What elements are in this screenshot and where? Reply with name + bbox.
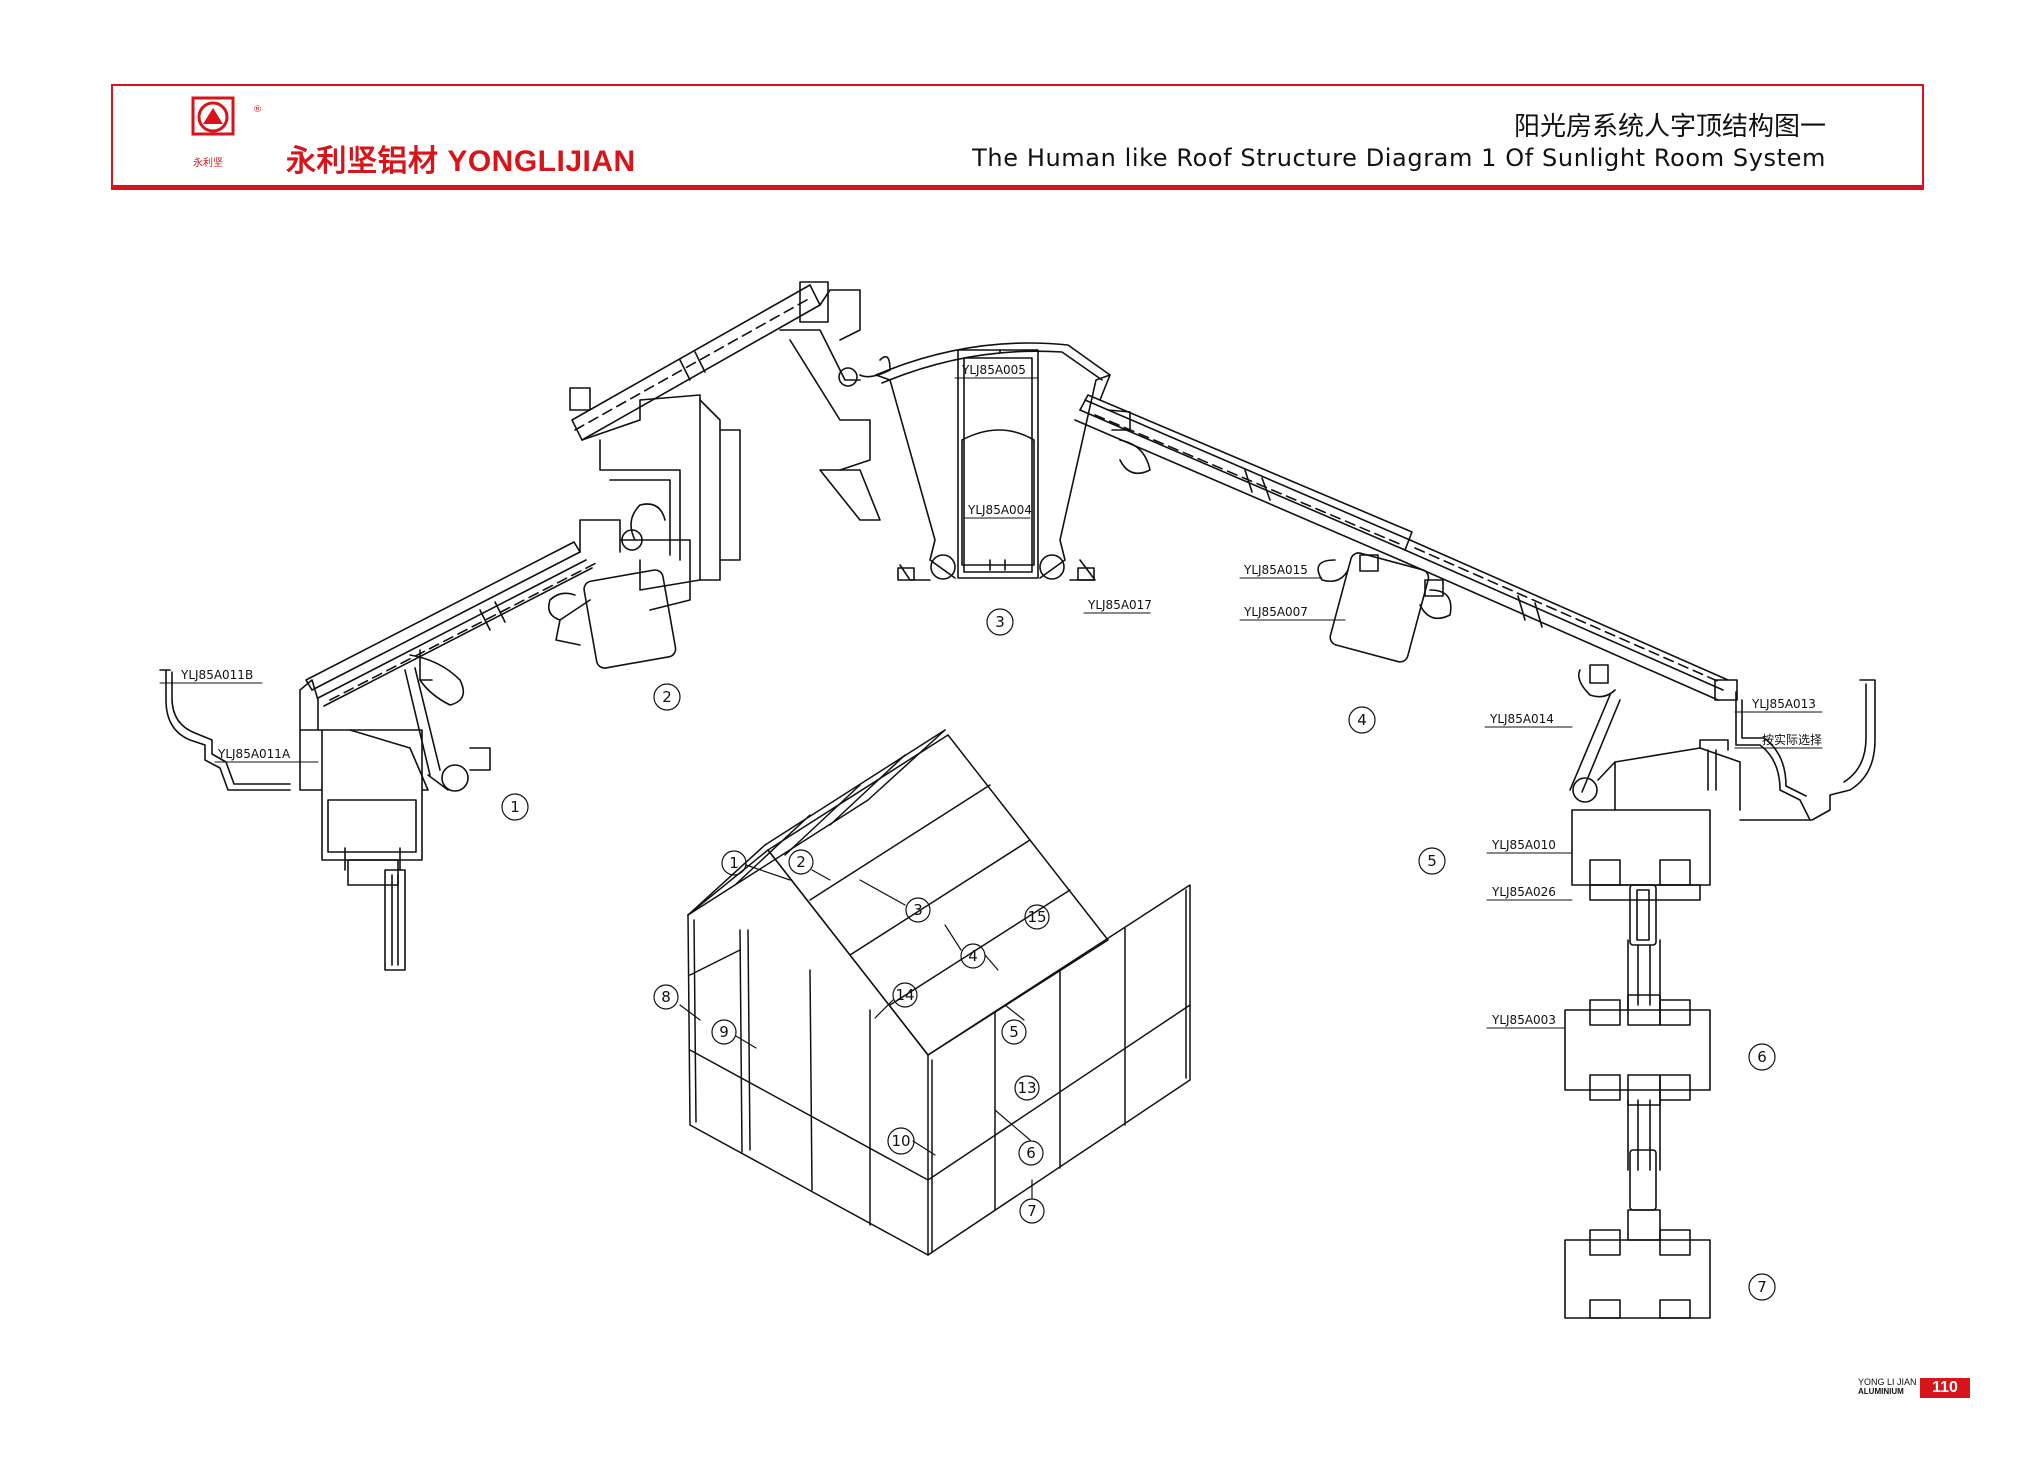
center-ridge-section <box>875 342 1111 581</box>
iso-callout-14: 14 <box>895 986 914 1004</box>
iso-callout-8: 8 <box>661 988 671 1006</box>
label-ylj85a007: YLJ85A007 <box>1243 605 1308 619</box>
iso-callout-1: 1 <box>729 854 739 872</box>
label-ylj85a003: YLJ85A003 <box>1491 1013 1556 1027</box>
label-ylj85a026: YLJ85A026 <box>1491 885 1556 899</box>
footer-brand: YONG LI JIAN ALUMINIUM <box>1858 1377 1917 1397</box>
iso-callout-10: 10 <box>891 1132 910 1150</box>
label-ylj85a005: YLJ85A005 <box>961 363 1026 377</box>
logo-caption: 永利坚 <box>193 156 223 169</box>
label-ylj85a010: YLJ85A010 <box>1491 838 1556 852</box>
iso-callout-5: 5 <box>1009 1023 1019 1041</box>
callout-4: 4 <box>1357 711 1367 729</box>
label-note-choose-actual: 按实际选择 <box>1762 732 1822 747</box>
section-callouts <box>501 608 1776 1301</box>
page-title-en: The Human like Roof Structure Diagram 1 … <box>972 144 1826 172</box>
part-label-text: YLJ85A005 YLJ85A004 YLJ85A017 YLJ85A015 … <box>180 363 1822 1027</box>
label-ylj85a015: YLJ85A015 <box>1243 563 1308 577</box>
label-ylj85a011b: YLJ85A011B <box>180 668 253 682</box>
brand-logo-icon: 永利坚 ® <box>191 96 262 169</box>
callout-7: 7 <box>1757 1278 1767 1296</box>
page-header: 永利坚 ® 永利坚铝材 YONGLIJIAN 阳光房系统人字顶结构图一 The … <box>111 84 1924 190</box>
iso-callout-9: 9 <box>719 1023 729 1041</box>
label-ylj85a017: YLJ85A017 <box>1087 598 1152 612</box>
footer-brand-line1: YONG LI JIAN <box>1858 1377 1917 1387</box>
callout-5: 5 <box>1427 852 1437 870</box>
sunroom-isometric <box>687 729 1191 1256</box>
ridge-cap-section <box>779 289 891 521</box>
brand-name: 永利坚铝材 YONGLIJIAN <box>286 145 636 178</box>
page-title-zh: 阳光房系统人字顶结构图一 <box>1513 112 1826 142</box>
footer-brand-line2: ALUMINIUM <box>1858 1387 1904 1396</box>
label-ylj85a013: YLJ85A013 <box>1751 697 1816 711</box>
iso-callout-3: 3 <box>913 901 923 919</box>
svg-text:®: ® <box>253 105 262 115</box>
iso-callout-13: 13 <box>1017 1079 1036 1097</box>
callout-1: 1 <box>510 798 520 816</box>
iso-callout-15: 15 <box>1027 908 1046 926</box>
iso-callout-6: 6 <box>1026 1144 1036 1162</box>
part-labels <box>159 377 1823 1029</box>
callout-2: 2 <box>662 688 672 706</box>
iso-callout-7: 7 <box>1027 1202 1037 1220</box>
label-ylj85a011a: YLJ85A011A <box>217 747 291 761</box>
label-ylj85a004: YLJ85A004 <box>967 503 1032 517</box>
right-eave-section <box>1564 664 1876 1319</box>
left-eave-section <box>159 541 599 971</box>
page-number: 110 <box>1920 1378 1970 1398</box>
iso-callout-4: 4 <box>968 947 978 965</box>
callout-3: 3 <box>995 613 1005 631</box>
right-roof-section <box>1074 394 1738 701</box>
label-ylj85a014: YLJ85A014 <box>1489 712 1554 726</box>
iso-callout-2: 2 <box>796 853 806 871</box>
callout-numbers: 1 2 3 4 5 6 7 1 2 3 4 15 5 6 7 8 9 10 13… <box>510 613 1767 1296</box>
ridge-left-section <box>547 281 829 669</box>
callout-6: 6 <box>1757 1048 1767 1066</box>
